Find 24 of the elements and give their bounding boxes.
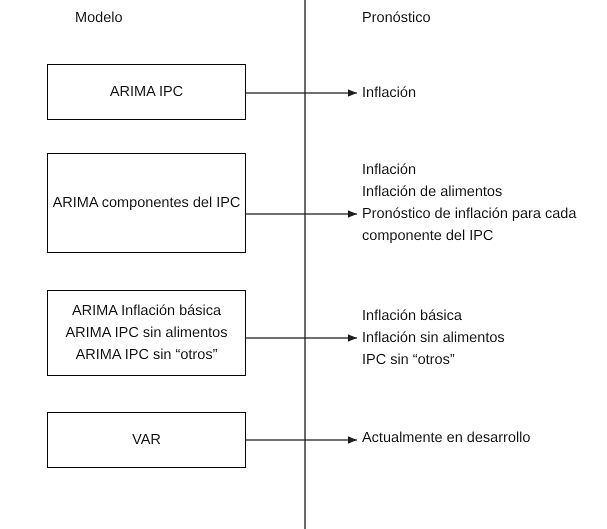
arrow — [246, 334, 357, 342]
model-box — [47, 290, 246, 376]
arrow — [246, 89, 357, 97]
forecast-text: Inflación — [362, 84, 416, 103]
model-name: ARIMA componentes del IPC — [52, 194, 240, 213]
model-box — [47, 153, 246, 253]
forecast-text: Inflación sin alimentos — [362, 329, 505, 348]
column-heading: Modelo — [75, 10, 123, 26]
arrow — [246, 210, 357, 218]
model-name: ARIMA IPC sin “otros” — [76, 346, 218, 365]
model-box — [47, 412, 246, 468]
forecast-text: Inflación básica — [362, 307, 462, 326]
model-name: VAR — [132, 431, 161, 450]
model-name: ARIMA IPC — [110, 83, 184, 102]
model-name: ARIMA Inflación básica — [72, 302, 222, 321]
forecast-text: Inflación — [362, 161, 416, 180]
forecast-text: Inflación de alimentos — [362, 183, 502, 202]
arrow — [246, 436, 357, 444]
model-name: ARIMA IPC sin alimentos — [66, 324, 228, 343]
forecast-text: IPC sin “otros” — [362, 351, 455, 370]
forecast-text: Pronóstico de inflación para cada componente del IPC — [362, 205, 578, 246]
forecast-text: Actualmente en desarrollo — [362, 429, 530, 448]
model-box — [47, 64, 246, 120]
column-heading: Pronóstico — [362, 10, 431, 26]
